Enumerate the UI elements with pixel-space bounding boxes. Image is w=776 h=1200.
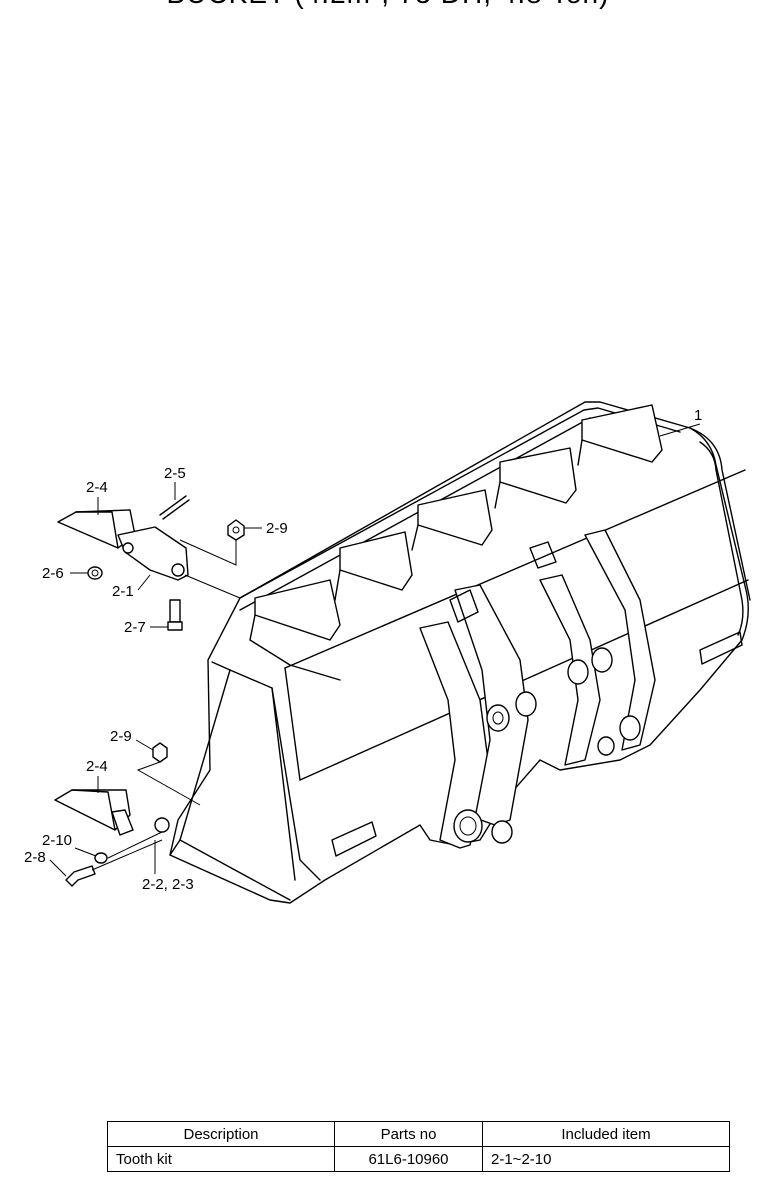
bucket-body: [169, 401, 751, 904]
callout-1: 1: [694, 407, 702, 424]
row-included-item: 2-1~2-10: [482, 1146, 730, 1172]
callout-2-4-lower: 2-4: [86, 758, 108, 775]
mounting-bracket-right: [529, 529, 656, 766]
callout-2-6: 2-6: [42, 565, 64, 582]
callout-2-1: 2-1: [112, 583, 134, 600]
callout-2-10: 2-10: [42, 832, 72, 849]
table-row: Tooth kit 61L6-10960 2-1~2-10: [107, 1146, 730, 1172]
mounting-bracket-left: [419, 584, 537, 849]
header-description: Description: [107, 1121, 335, 1147]
lower-tooth-assembly: [54, 742, 201, 887]
parts-table-header: Description Parts no Included item: [107, 1121, 730, 1147]
callout-2-2-2-3: 2-2, 2-3: [142, 876, 194, 893]
header-parts-no: Parts no: [334, 1121, 483, 1147]
row-parts-no: 61L6-10960: [334, 1146, 483, 1172]
top-ribs: [249, 404, 663, 681]
page-title: BUCKET (4.2m³, 75 DH, 4.8 Ton): [0, 0, 776, 10]
callout-2-9-upper: 2-9: [266, 520, 288, 537]
pin-2-5: [159, 495, 187, 516]
callout-2-8: 2-8: [24, 849, 46, 866]
callout-2-4-upper: 2-4: [86, 479, 108, 496]
callout-2-7: 2-7: [124, 619, 146, 636]
upper-tooth-assembly: [57, 495, 245, 631]
row-description: Tooth kit: [107, 1146, 335, 1172]
callout-2-9-lower: 2-9: [110, 728, 132, 745]
parts-table: Description Parts no Included item Tooth…: [107, 1121, 730, 1172]
callout-2-5: 2-5: [164, 465, 186, 482]
header-included-item: Included item: [482, 1121, 730, 1147]
adapter-2-1: [117, 526, 189, 581]
callouts: 1 2-5 2-4 2-9 2-6 2-1 2-7 2-9 2-4 2-10 2…: [24, 407, 702, 893]
